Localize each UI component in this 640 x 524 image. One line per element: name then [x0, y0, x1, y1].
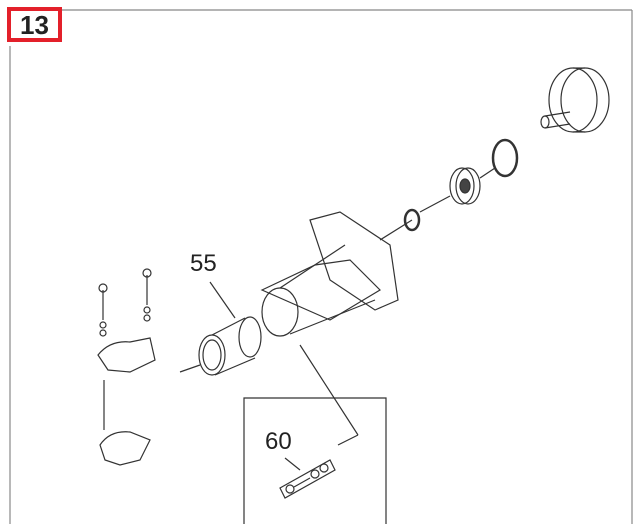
clamp-assembly: [97, 268, 201, 466]
snap-ring-small: [403, 208, 421, 232]
inset-box: [243, 397, 387, 524]
tube-sleeve: [198, 316, 262, 376]
clutch-drum: [540, 67, 610, 133]
gear-housing: [260, 211, 399, 337]
callout-55: 55: [190, 250, 217, 277]
snap-ring-large: [491, 138, 519, 178]
bearing: [449, 167, 481, 205]
frame: [9, 9, 633, 524]
leader-lines: [209, 167, 496, 471]
bolt-kit: [279, 459, 336, 499]
section-number-badge: 13: [7, 7, 62, 42]
callout-60: 60: [265, 428, 292, 455]
